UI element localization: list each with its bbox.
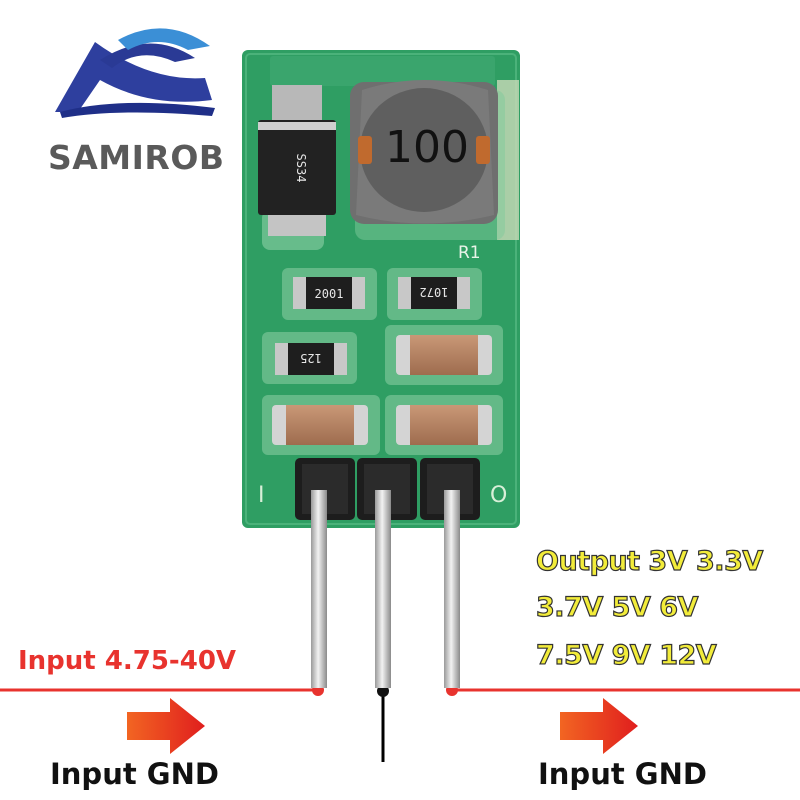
arrow-right-icon	[127, 698, 205, 754]
edge-letter-output: O	[490, 483, 507, 508]
capacitor	[272, 405, 368, 445]
resistor-label-1072: 1072	[420, 285, 449, 299]
output-voltages-line-1: Output 3V 3.3V	[535, 545, 763, 577]
resistor-label-125: 125	[300, 351, 322, 365]
gnd-label-right: Input GND	[538, 757, 707, 791]
arrow-right-icon	[560, 698, 638, 754]
inductor-100: 100	[350, 80, 498, 224]
resistor-125: 125	[275, 343, 347, 375]
wiring	[0, 684, 800, 762]
input-voltage-label: Input 4.75-40V	[18, 646, 237, 676]
diode-ss34: SS34	[258, 85, 336, 236]
pin-gnd	[375, 490, 391, 688]
edge-letter-input: I	[258, 483, 265, 508]
pin-header	[295, 458, 480, 688]
brand-name: SAMIROB	[48, 138, 225, 177]
diode-label: SS34	[294, 154, 308, 183]
gnd-label-left: Input GND	[50, 757, 219, 791]
pin-input	[311, 490, 327, 688]
resistor-2001: 2001	[293, 277, 365, 309]
silkscreen-r1: R1	[458, 243, 481, 263]
output-voltages-line-2: 3.7V 5V 6V	[535, 591, 699, 623]
brand-logo	[55, 28, 215, 118]
pin-output	[444, 490, 460, 688]
inductor-label: 100	[385, 122, 469, 173]
resistor-1072: 1072	[398, 277, 470, 309]
capacitor	[396, 405, 492, 445]
resistor-label-2001: 2001	[315, 287, 344, 301]
output-voltages-line-3: 7.5V 9V 12V	[535, 639, 717, 671]
capacitor	[396, 335, 492, 375]
